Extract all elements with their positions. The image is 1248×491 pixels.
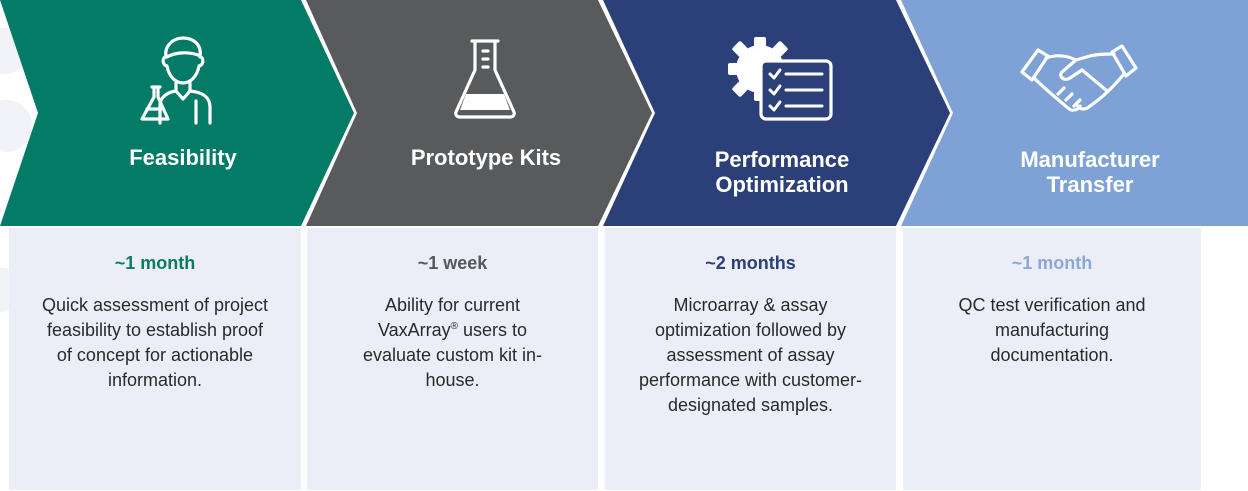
flask-icon: [454, 39, 516, 119]
scientist-icon: [140, 36, 212, 125]
chevron-manufacturer-transfer: [901, 0, 1248, 226]
stage-duration: ~2 months: [705, 253, 796, 273]
stage-title-feasibility-wrap: Feasibility: [38, 0, 328, 226]
stage-title: Performance Optimization: [714, 147, 850, 197]
handshake-icon: [1020, 44, 1138, 112]
stage-title-manufacturer-transfer-wrap: Manufacturer Transfer: [945, 0, 1235, 226]
stage-duration: ~1 month: [1011, 253, 1093, 273]
chevron-prototype-kits: [306, 0, 652, 226]
stage-description: Ability for current VaxArray® users to e…: [362, 295, 543, 390]
stage-title: Manufacturer Transfer: [1020, 147, 1160, 197]
stage-title: Prototype Kits: [410, 144, 562, 170]
stage-description: QC test verification and manufacturing d…: [958, 295, 1146, 365]
stage-title: Feasibility: [129, 144, 237, 170]
stage-duration: ~1 month: [114, 253, 196, 273]
stage-duration: ~1 week: [417, 253, 488, 273]
stage-card-manufacturer-transfer: ~1 month QC test verification and manufa…: [903, 228, 1201, 490]
gear-checklist-icon: [728, 37, 833, 121]
stage-title-prototype-kits-wrap: Prototype Kits: [350, 0, 622, 226]
stage-card-feasibility: ~1 month Quick assessment of project fea…: [9, 228, 301, 490]
stage-card-performance-optimization: ~2 months Microarray & assay optimizatio…: [605, 228, 896, 490]
chevron-feasibility: [0, 0, 354, 226]
stage-description: Microarray & assay optimization followed…: [638, 295, 863, 415]
stage-title-performance-optimization-wrap: Performance Optimization: [640, 0, 924, 226]
stage-description: Quick assessment of project feasibility …: [41, 295, 269, 390]
stage-card-prototype-kits: ~1 week Ability for current VaxArray® us…: [307, 228, 598, 490]
